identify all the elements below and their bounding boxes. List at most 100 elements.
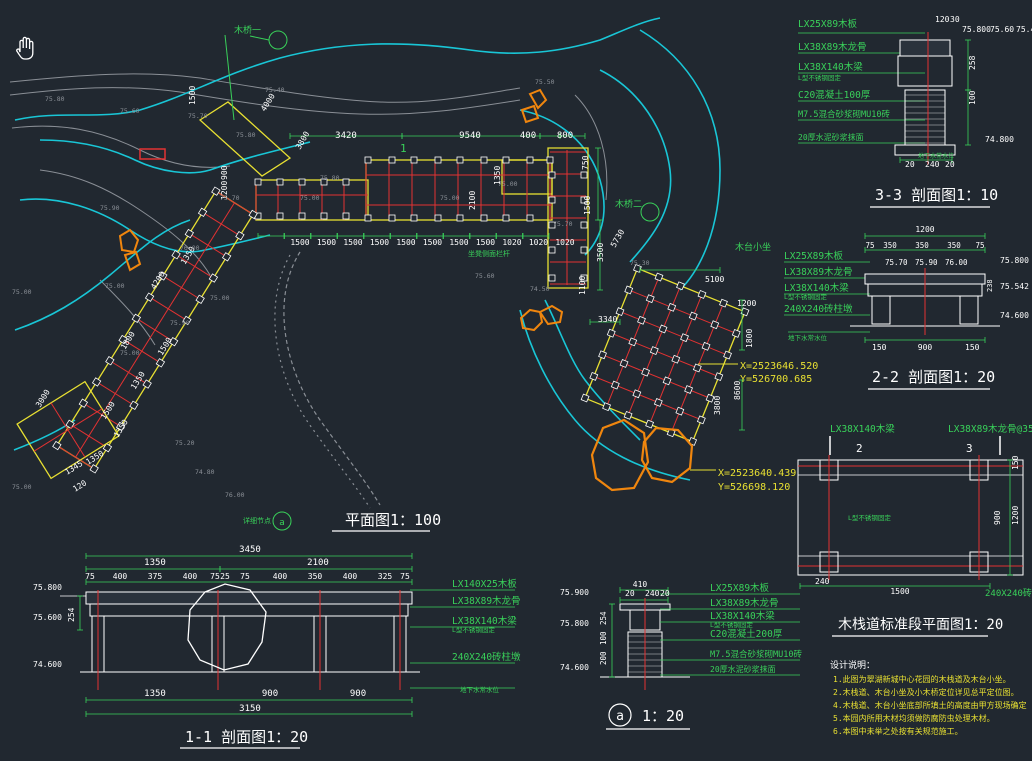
material-label: LX38X89木龙骨 [710,597,779,609]
dimension-value: 240 [925,160,940,169]
boardwalk-post [364,214,372,222]
boardwalk-post [342,178,350,186]
platform-joist [619,311,728,356]
dimension-value: 150 [872,343,887,352]
dimension-value: 350 [915,241,929,250]
platform-post [667,302,677,312]
boardwalk-post [171,250,181,260]
platform-post [658,324,668,334]
elevation-mark: 75.20 [175,439,195,447]
rock [528,88,548,110]
dimension-value: 258 [968,55,977,70]
boardwalk-post [105,356,115,366]
dimension-value: 25 [220,572,230,581]
dimension-value: 9540 [459,131,481,141]
water-edge-line [599,69,672,263]
bridge-two [547,147,589,289]
dimension-value: 1200 [915,225,934,234]
material-label: 240X240砖柱墩 [452,651,521,663]
platform-joist [593,375,702,421]
elevation-value: 74.600 [1000,311,1029,320]
boardwalk-joist [75,202,235,458]
dimension-value: 200 [599,651,608,665]
boardwalk-post [102,442,113,453]
elevation-value: 75.800 [33,583,62,592]
boardwalk-post [276,178,284,186]
boardwalk-post [208,273,219,283]
elevation-mark: 74.50 [530,285,550,293]
water-edge-line [39,139,311,174]
boardwalk-post [298,212,306,220]
boardwalk-post [276,212,284,220]
detail-a-bubble [608,703,632,727]
water-edge-line [14,17,661,121]
beam-section [897,55,953,87]
dimension-value: 254 [67,607,76,622]
boardwalk-post [320,212,328,220]
dimension-value: 1500 [188,86,197,105]
design-note: 4.木栈道、木台小坐底部所填土的高度由甲方现场确定 [833,700,1027,710]
dimension-value: 1800 [745,329,754,348]
material-label: M7.5混合砂浆砌MU10砖 [710,649,802,660]
plan-title: 平面图1：100 [345,511,441,529]
dimension-value: 900 [993,510,1002,525]
platform-post [623,410,633,420]
dimension-value: 1100 [578,276,587,295]
dimension-value: 400 [273,572,288,581]
elevation-mark: 75.70 [553,220,573,228]
material-label: C20混凝土200厚 [710,628,783,640]
platform-post [696,415,706,425]
bridge-one [198,101,292,177]
dimension-value: 3500 [596,243,605,262]
boardwalk-post [434,214,442,222]
dimension-value: 1500 [476,238,495,247]
elevation-value: 75.900 [560,588,589,597]
dimension-value: 1500 [343,238,362,247]
platform-post [653,398,663,407]
dimension-value: 400 [343,572,358,581]
dimension-value: 75 [400,572,410,581]
platform-post [624,285,634,295]
boardwalk-post [184,228,195,239]
platform-post [598,350,607,360]
boardwalk-post [235,230,245,241]
dimension-value: 2100 [307,558,329,568]
dimension-value: 1500 [583,196,592,215]
bridge-one-label: 木桥一 [234,24,261,36]
garden-boundary [283,251,381,506]
platform-post [654,272,664,282]
dimension-value: 400 [183,572,198,581]
platform-post [615,307,625,317]
material-label: L型不锈钢固定 [452,625,495,634]
boardwalk-post [320,178,328,186]
platform-post [602,402,612,412]
boardwalk-post [502,156,510,164]
elevation-value: 74.800 [985,135,1014,144]
dimension-value: 1350 [493,166,502,185]
elevation-mark: 75.90 [170,319,190,327]
dimension-value: 410 [633,580,648,589]
dimension-value: 900 [262,689,278,699]
elevation-mark: 75.80 [45,95,65,103]
pan-hand-icon-shape [16,36,34,60]
pan-hand-icon[interactable] [16,36,34,60]
dimension-value: 150 [965,343,980,352]
deck-boards [85,591,413,605]
platform-joist [602,354,711,399]
water-edge-line [519,109,605,256]
rock [118,228,140,254]
dimension-value: 1200 [1011,506,1020,525]
dimension-value: 375 [148,572,163,581]
water-edge-line [544,299,641,441]
platform-post [688,311,698,321]
boardwalk-post [580,196,588,204]
dimension-value: 75 [85,572,95,581]
dimension-value: 238 [986,279,994,292]
wood-board [899,39,951,57]
elevation-value: 75.70 [885,258,908,267]
material-label: LX38X140木梁 [798,61,863,73]
platform-post [705,393,715,403]
platform-label: 木台小坐 [735,241,771,253]
platform-beam [33,408,103,452]
